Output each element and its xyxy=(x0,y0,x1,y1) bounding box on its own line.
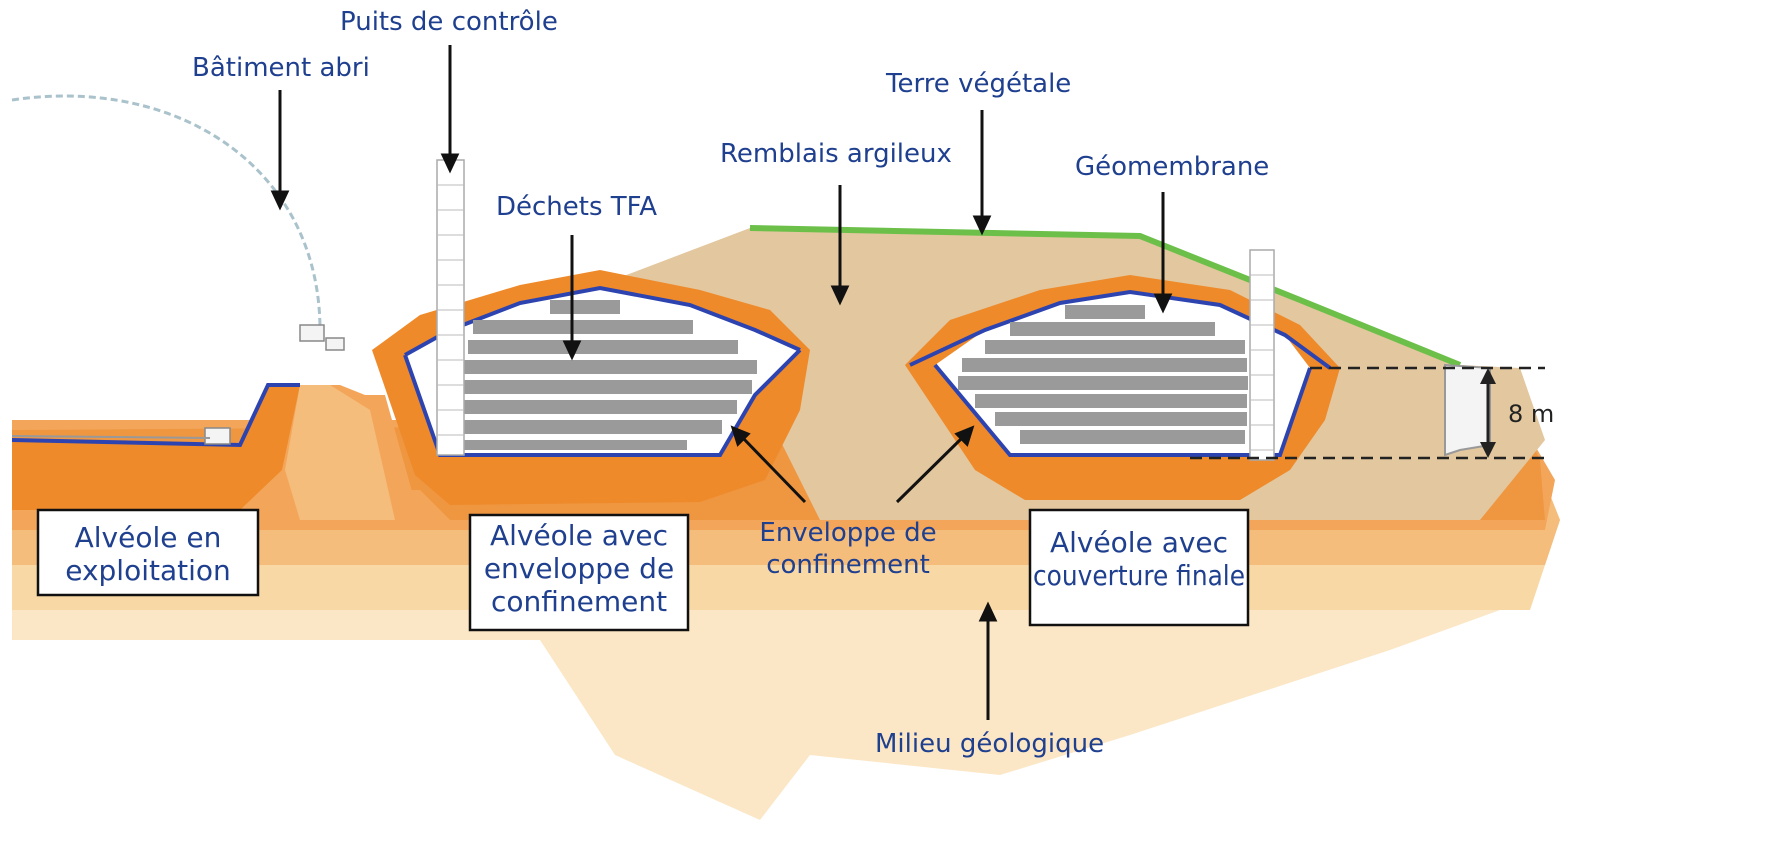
shelter-footing xyxy=(299,324,325,342)
label-milieu: Milieu géologique xyxy=(875,729,1104,759)
arrow-geomembrane xyxy=(1153,192,1173,314)
left-drain-box xyxy=(204,427,231,445)
diagram-labels: Puits de contrôle Bâtiment abri Terre vé… xyxy=(192,7,1269,759)
label-geomembrane: Géomembrane xyxy=(1075,152,1269,182)
dimension-label: 8 m xyxy=(1508,400,1554,428)
right-cell-membrane-bottom xyxy=(933,363,1312,457)
middle-waste-stack xyxy=(462,300,757,450)
arrow-milieu xyxy=(978,601,998,720)
svg-text:enveloppe de: enveloppe de xyxy=(484,552,674,585)
label-batiment: Bâtiment abri xyxy=(192,53,370,83)
arrow-dechets xyxy=(562,235,582,361)
middle-cell xyxy=(372,159,810,505)
svg-text:confinement: confinement xyxy=(491,585,667,618)
control-well-left xyxy=(436,159,465,456)
left-cell-membrane xyxy=(11,383,300,448)
svg-text:Alvéole en: Alvéole en xyxy=(75,521,222,554)
label-remblais: Remblais argileux xyxy=(720,139,952,169)
box-exploitation: Alvéole en exploitation xyxy=(36,508,260,597)
arrow-puits xyxy=(440,45,460,174)
callout-arrows xyxy=(270,45,1173,720)
label-enveloppe-line2: confinement xyxy=(766,550,930,580)
svg-text:couverture finale: couverture finale xyxy=(1033,559,1245,592)
label-puits: Puits de contrôle xyxy=(340,7,558,37)
topsoil-line xyxy=(749,225,1462,368)
shelter-footing-2 xyxy=(325,337,345,351)
label-enveloppe-line1: Enveloppe de xyxy=(759,518,936,548)
right-cell-membrane-top xyxy=(909,289,1332,370)
right-cell xyxy=(905,249,1340,500)
arrow-remblais xyxy=(830,185,850,306)
box-couverture: Alvéole avec couverture finale xyxy=(1028,508,1250,627)
arrow-enveloppe-left xyxy=(730,425,807,504)
left-floor-line xyxy=(11,435,211,439)
control-well-right xyxy=(1249,249,1275,461)
svg-text:Alvéole avec: Alvéole avec xyxy=(490,519,668,552)
height-dimension: 8 m xyxy=(1190,366,1554,460)
left-berm-inner xyxy=(285,385,395,520)
box-enveloppe: Alvéole avec enveloppe de confinement xyxy=(468,513,690,632)
arrow-terre xyxy=(972,110,992,236)
label-terre: Terre végétale xyxy=(885,69,1071,99)
arrow-enveloppe-right xyxy=(895,425,975,504)
svg-text:Alvéole avec: Alvéole avec xyxy=(1050,526,1228,559)
middle-cell-membrane-bottom xyxy=(403,348,802,457)
right-waste-stack xyxy=(958,305,1248,444)
left-liner-orange xyxy=(12,385,300,510)
arrow-batiment xyxy=(270,90,290,211)
label-dechets: Déchets TFA xyxy=(496,192,657,222)
shelter-arc xyxy=(11,94,322,331)
operating-cell xyxy=(11,94,420,520)
svg-text:exploitation: exploitation xyxy=(65,554,231,587)
